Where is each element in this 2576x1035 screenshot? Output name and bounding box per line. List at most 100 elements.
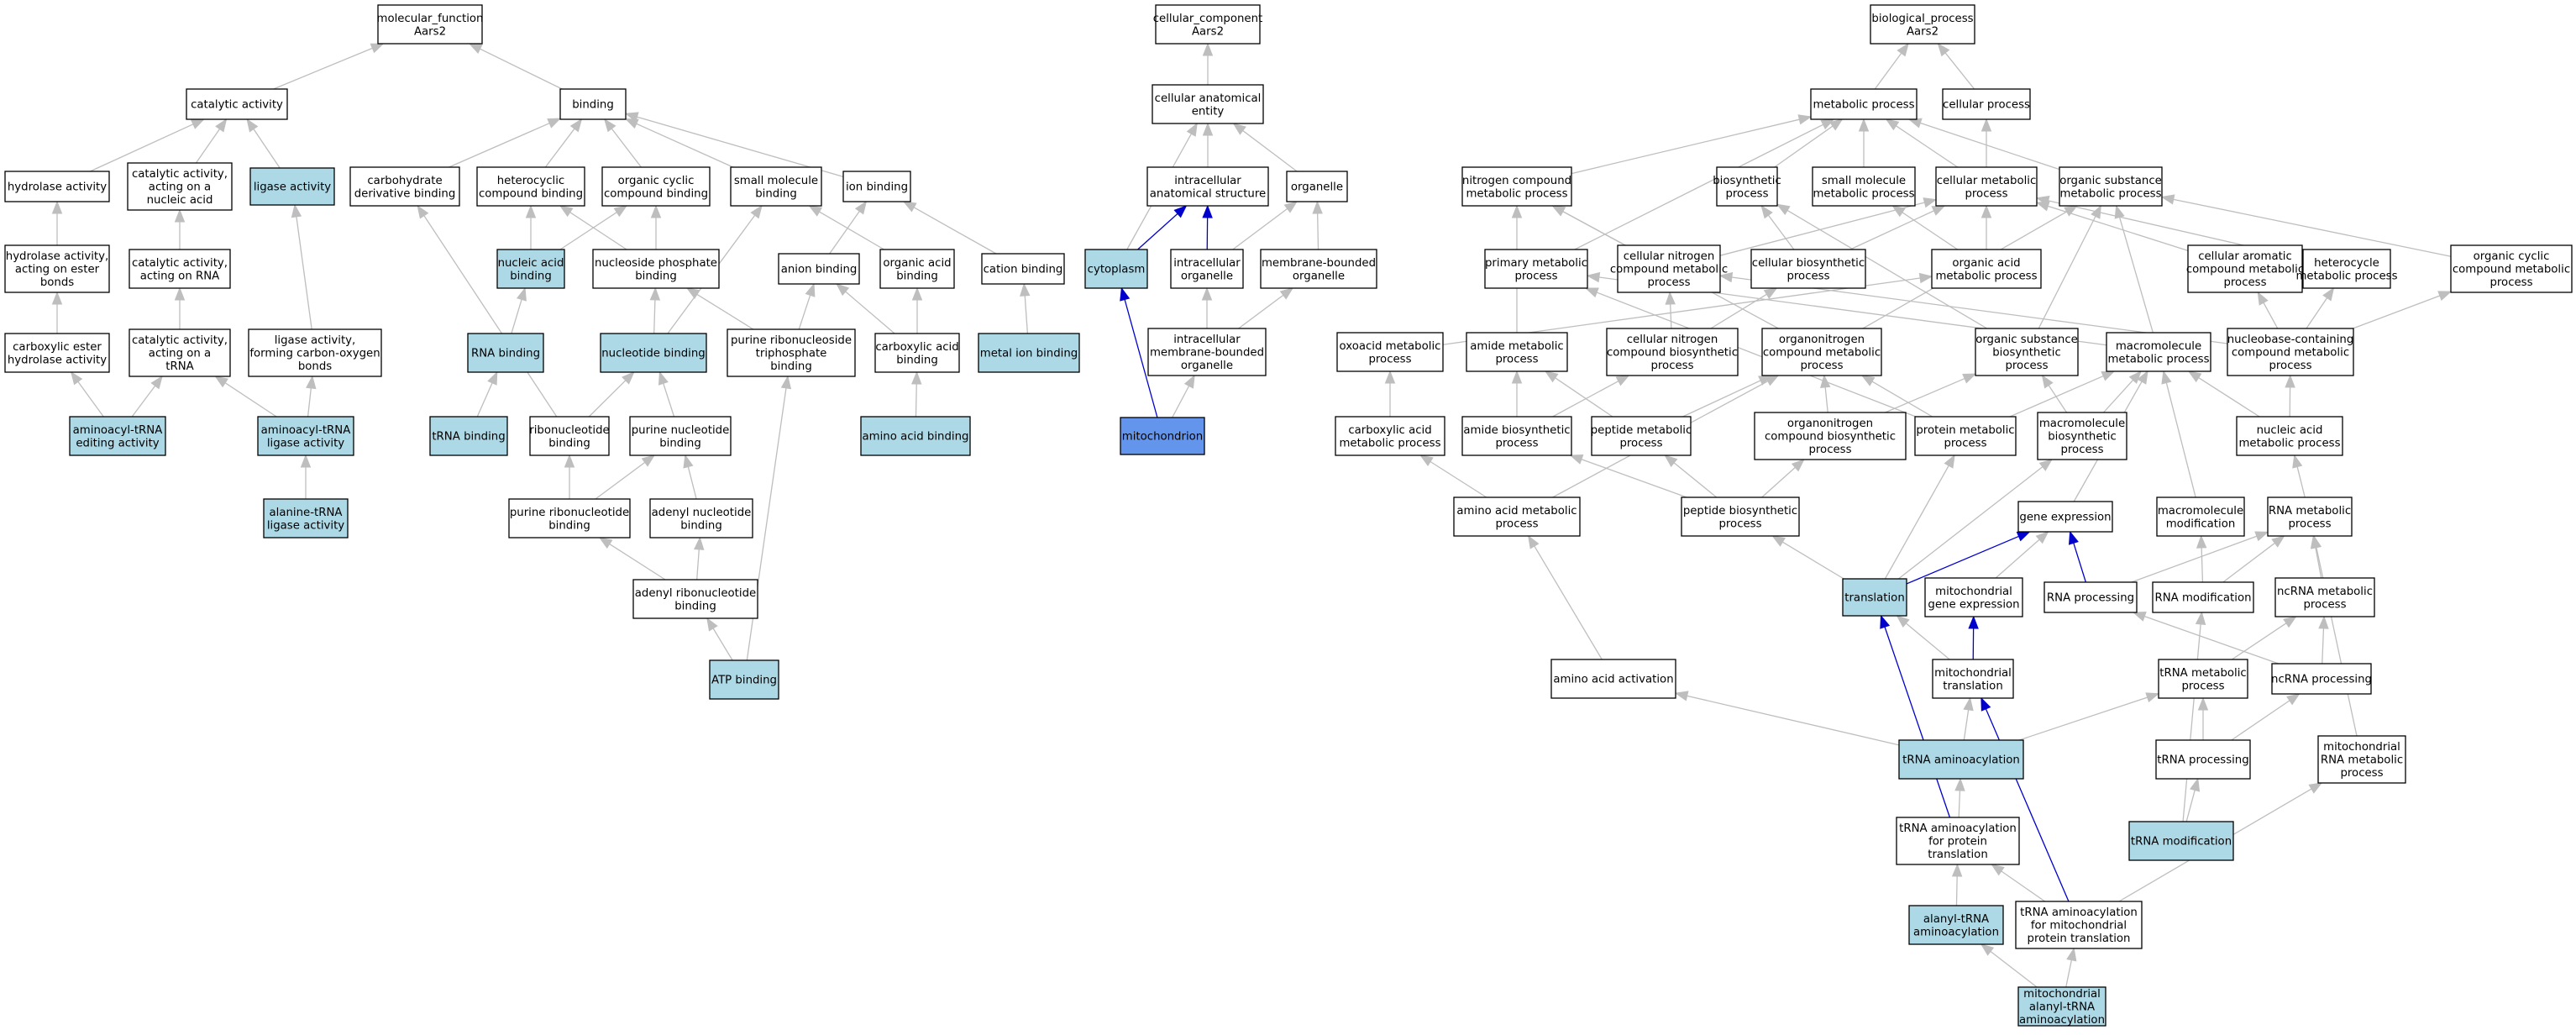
term-node-metalion_bind[interactable]: metal ion binding [978, 333, 1080, 373]
term-node-trna_proc[interactable]: tRNA processing [2155, 739, 2251, 780]
term-node-rna_mod[interactable]: RNA modification [2152, 581, 2254, 613]
term-node-ion_bind[interactable]: ion binding [842, 171, 911, 202]
term-node-anion_bind[interactable]: anion binding [778, 253, 860, 285]
term-node-trna_aminoacyl[interactable]: tRNA aminoacylation [1898, 739, 2024, 780]
term-node-nucleotide_bind[interactable]: nucleotide binding [600, 333, 707, 373]
term-node-catact[interactable]: catalytic activity [186, 88, 288, 120]
term-node-cation_bind[interactable]: cation binding [981, 253, 1065, 285]
term-node-atp_bind[interactable]: ATP binding [709, 659, 779, 700]
term-node-cytoplasm[interactable]: cytoplasm [1084, 249, 1148, 289]
term-node-ligase[interactable]: ligase activity [249, 167, 335, 206]
term-node-mito[interactable]: mitochondrion [1120, 417, 1205, 455]
term-node-gene_expr[interactable]: gene expression [2017, 501, 2113, 533]
term-node-translation[interactable]: translation [1842, 578, 1907, 617]
term-node-rna_bind[interactable]: RNA binding [467, 333, 544, 373]
term-node-trna_bind[interactable]: tRNA binding [429, 416, 508, 456]
edge-peptide_biosyn-to-orgnitro_biosyn [1761, 459, 1805, 498]
term-node-ligase_co[interactable]: ligase activity,forming carbon-oxygenbon… [248, 328, 382, 377]
term-node-metab[interactable]: metabolic process [1810, 88, 1918, 120]
term-node-cat_rna[interactable]: catalytic activity,acting on RNA [129, 249, 231, 289]
term-node-binding[interactable]: binding [559, 88, 627, 120]
arrowhead-icon [2132, 611, 2147, 622]
term-node-ncrna_proc[interactable]: ncRNA processing [2271, 663, 2372, 695]
term-node-rna_proc[interactable]: RNA processing [2043, 581, 2138, 613]
term-node-organelle[interactable]: organelle [1286, 171, 1348, 202]
term-node-trna_mod[interactable]: tRNA modification [2128, 821, 2234, 861]
term-node-aminoacid_bind[interactable]: amino acid binding [860, 416, 971, 456]
term-node-cellproc[interactable]: cellular process [1942, 88, 2031, 120]
term-node-hydrolase[interactable]: hydrolase activity [4, 171, 110, 202]
term-node-aa_activation[interactable]: amino acid activation [1550, 659, 1676, 699]
edge-line [2306, 297, 2328, 329]
